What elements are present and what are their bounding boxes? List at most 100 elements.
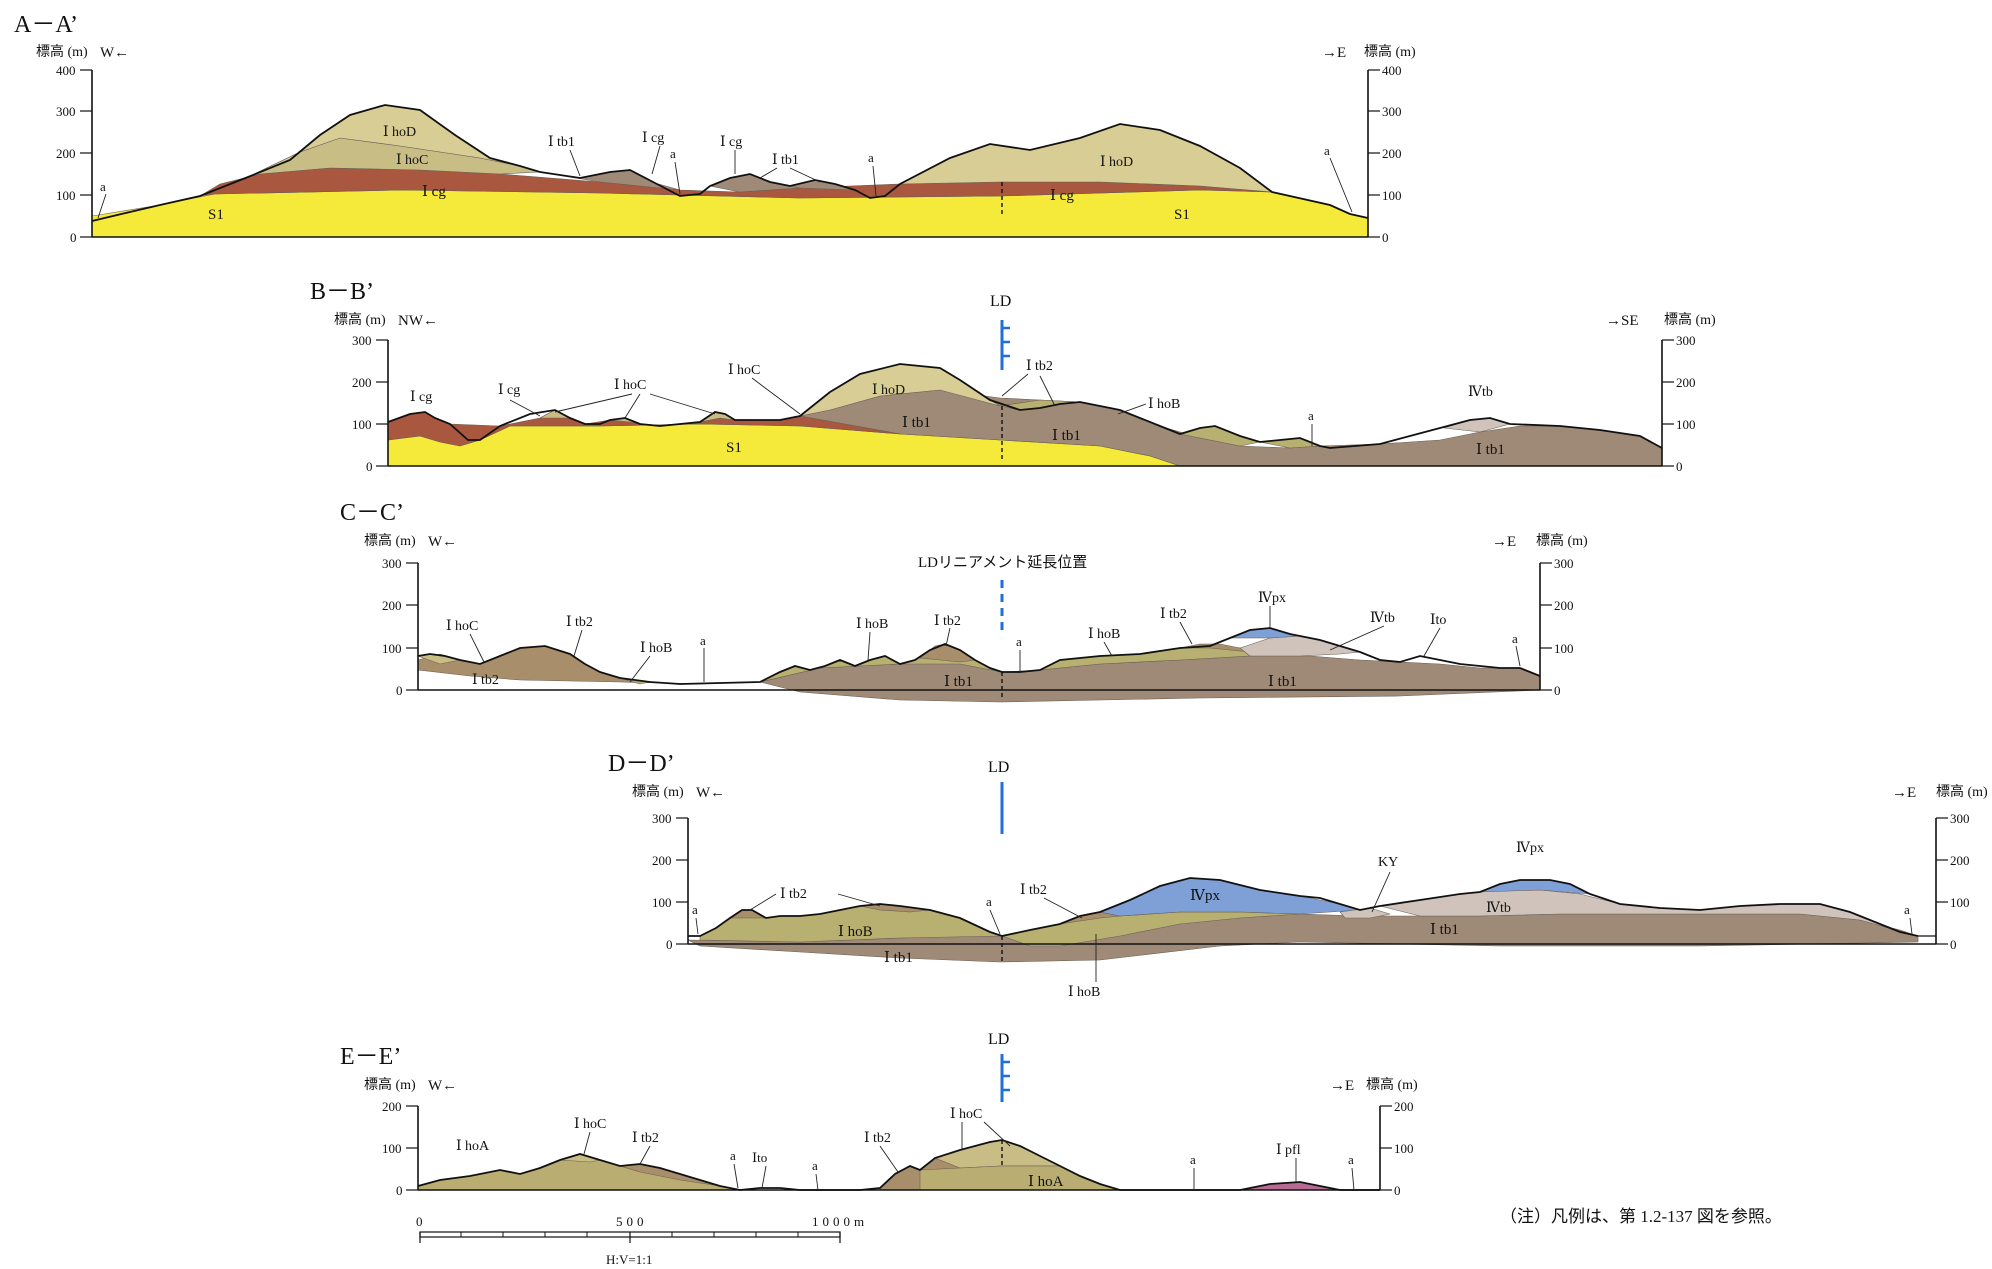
unit-label: Ⅰ tb2	[934, 614, 961, 629]
tick-label: 200	[382, 598, 402, 613]
layer-Itb2-left	[417, 645, 761, 685]
section-title: D－D’	[608, 751, 675, 777]
unit-label: Ⅰto	[1430, 613, 1446, 628]
elevation-label-left: 標高 (m)	[364, 532, 416, 549]
leader-line	[945, 627, 951, 647]
tick-label: 0	[1676, 459, 1683, 474]
unit-label: Ⅰ tb2	[566, 615, 593, 630]
unit-label: a	[100, 179, 106, 194]
unit-label: Ⅰ hoA	[1028, 1174, 1064, 1190]
section-ee: E－E’ 標高 (m) W← →E 標高 (m) LD 200 100 0 20…	[340, 1031, 1418, 1198]
unit-label: Ⅰ hoB	[640, 641, 672, 656]
leader-line	[761, 1165, 767, 1189]
lineament-marker	[1000, 1054, 1010, 1102]
scale-tick-label: 1000m	[812, 1214, 868, 1229]
layer-IhoD-b	[899, 123, 1274, 193]
leader-line	[1179, 621, 1193, 645]
tick-label: 300	[352, 333, 372, 348]
tick-label: 400	[1382, 63, 1402, 78]
unit-label: a	[1904, 902, 1910, 917]
unit-label: Ⅰ tb1	[548, 135, 575, 150]
unit-label: Ⅰ hoA	[456, 1139, 490, 1154]
lineament-marker	[1000, 320, 1010, 370]
layer-IhoC-right	[934, 1139, 1061, 1169]
leader-line	[749, 893, 881, 911]
tick-label: 0	[396, 1183, 403, 1198]
tick-label: 100	[1554, 641, 1574, 656]
unit-label: Ⅰ hoB	[1148, 397, 1180, 412]
unit-label: Ⅰ hoB	[1088, 627, 1120, 642]
leader-line	[815, 1173, 819, 1191]
unit-label: Ⅰ tb2	[1160, 607, 1187, 622]
unit-label: S1	[1174, 207, 1190, 223]
unit-label: Ⅳtb	[1486, 901, 1511, 916]
elevation-label-left: 標高 (m)	[632, 783, 684, 800]
leader-line	[674, 161, 681, 195]
tick-label: 100	[1382, 188, 1402, 203]
unit-label: Ⅰ tb2	[1026, 359, 1053, 374]
tick-label: 0	[1394, 1183, 1401, 1198]
leader-line	[989, 909, 1001, 935]
unit-label: Ⅰ cg	[720, 135, 742, 150]
leader-line	[759, 167, 821, 183]
tick-label: 300	[1382, 104, 1402, 119]
leader-line	[867, 631, 871, 661]
unit-label: Ⅰ hoD	[383, 125, 416, 140]
unit-label: Ⅰ cg	[422, 184, 446, 200]
unit-label: a	[812, 1158, 818, 1173]
unit-label: a	[1512, 631, 1518, 646]
unit-label: a	[986, 894, 992, 909]
axis-right: 200 100 0	[1379, 1099, 1414, 1198]
tick-label: 0	[366, 459, 373, 474]
leader-line	[879, 1145, 899, 1173]
unit-label: Ⅰ hoC	[614, 378, 646, 393]
elevation-label-right: 標高 (m)	[1664, 311, 1716, 328]
unit-label: Ⅰ tb1	[1476, 442, 1505, 458]
unit-label: Ⅳpx	[1190, 888, 1220, 904]
scale-ratio: H:V=1:1	[606, 1252, 652, 1267]
axis-right: 300 200 100 0	[1935, 811, 1970, 952]
unit-label: Ⅰ tb2	[864, 1131, 891, 1146]
layer-IhoA-right	[919, 1165, 1121, 1191]
lineament-label: LD	[990, 293, 1011, 310]
leader-line	[1909, 917, 1913, 935]
tick-label: 300	[1676, 333, 1696, 348]
elevation-label-left: 標高 (m)	[36, 43, 88, 60]
leader-line	[695, 917, 699, 935]
section-dd: D－D’ 標高 (m) W← →E 標高 (m) LD 300 200 100 …	[608, 751, 1988, 1000]
ground-surface	[387, 363, 1663, 449]
leader-line	[639, 1145, 651, 1165]
tick-label: 100	[382, 1141, 402, 1156]
unit-label: Ⅰ tb2	[1020, 883, 1047, 898]
axis-right: 300 200 100 0	[1539, 556, 1574, 698]
unit-label: Ⅰ hoB	[838, 924, 873, 940]
leader-line	[554, 393, 716, 419]
direction-left: NW←	[398, 313, 438, 329]
section-cc: C－C’ 標高 (m) W← →E 標高 (m) LDリニアメント延長位置 30…	[340, 500, 1588, 703]
direction-left: W←	[696, 785, 725, 801]
unit-label: Ⅰ cg	[1050, 188, 1074, 204]
unit-label: a	[730, 1148, 736, 1163]
unit-label: Ⅰ hoC	[574, 1117, 606, 1132]
unit-label: a	[692, 902, 698, 917]
leader-line	[1351, 1167, 1355, 1191]
unit-label: Ⅰ tb1	[772, 153, 799, 168]
leader-line	[1371, 871, 1391, 913]
leader-line	[733, 1163, 739, 1189]
direction-right: →E	[1492, 534, 1516, 550]
elevation-label-right: 標高 (m)	[1936, 783, 1988, 800]
leader-line	[97, 193, 107, 219]
tick-label: 100	[56, 188, 76, 203]
tick-label: 300	[382, 556, 402, 571]
unit-label: Ⅳtb	[1468, 385, 1493, 400]
unit-label: Ⅰ hoD	[872, 383, 905, 398]
direction-left: W←	[428, 1078, 457, 1094]
unit-label: Ⅰ tb2	[632, 1131, 659, 1146]
unit-label: Ⅰ hoC	[446, 619, 478, 634]
lineament-label: LD	[988, 1031, 1009, 1048]
layer-IVpx-a	[1098, 877, 1361, 917]
leader-line	[629, 655, 651, 683]
section-title: B－B’	[310, 279, 374, 305]
leader-line	[1001, 373, 1056, 407]
unit-label: Ⅰ tb1	[902, 415, 931, 431]
